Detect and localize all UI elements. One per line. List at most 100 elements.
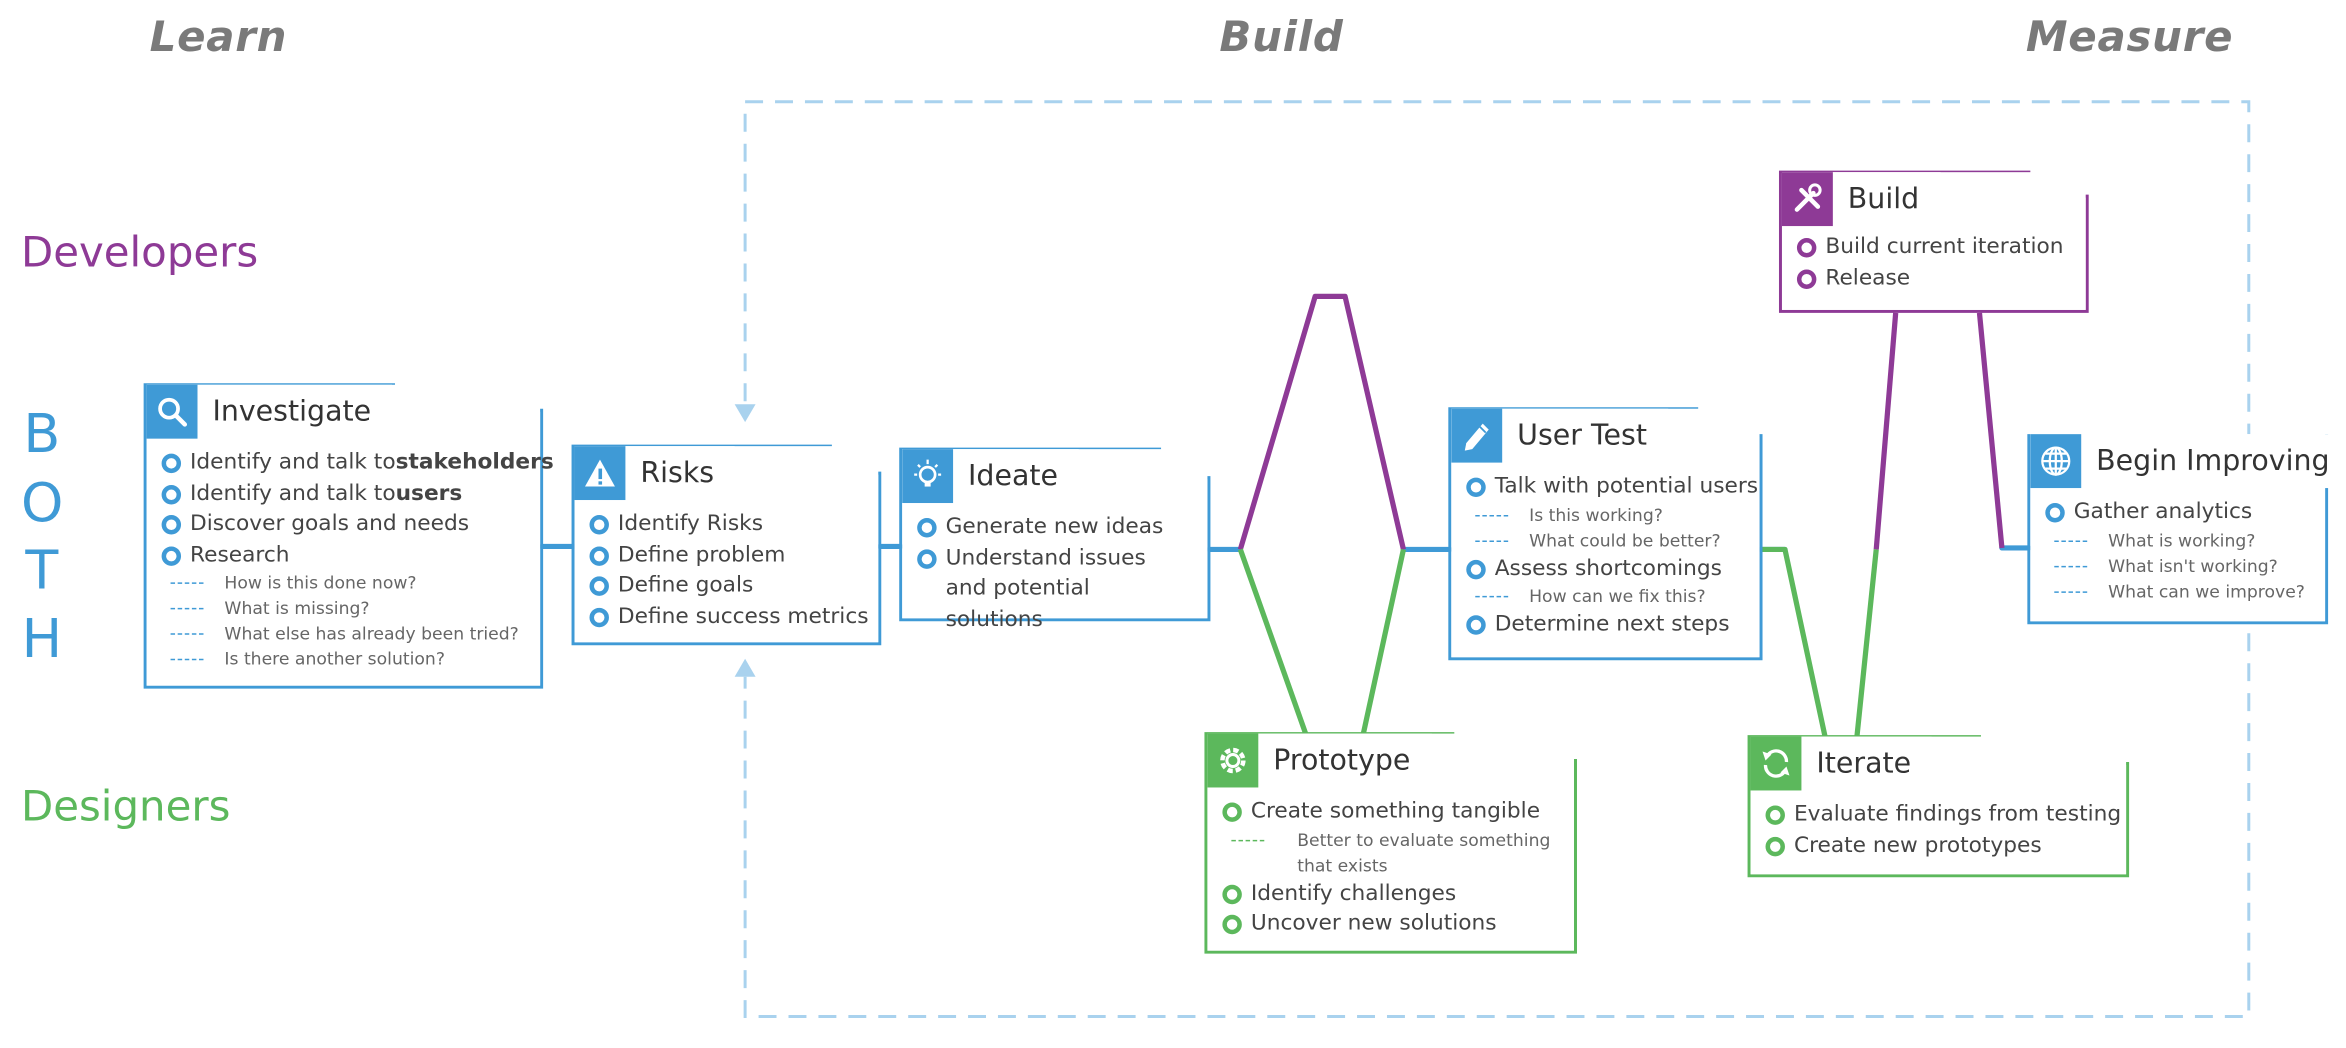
bullet-icon xyxy=(1466,559,1486,579)
card-title: Ideate xyxy=(968,459,1059,493)
bullet-icon xyxy=(1222,884,1242,904)
refresh-icon xyxy=(1750,736,1802,791)
card-build: Build Build current iteration Release xyxy=(1781,172,2086,310)
list-item: Create new prototypes xyxy=(1765,830,2118,861)
phase-learn: Learn xyxy=(149,11,288,62)
sub-item: Is there another solution? xyxy=(162,647,532,672)
bullet-icon xyxy=(917,548,937,569)
card-header: User Test xyxy=(1451,408,1668,463)
list-item: Identify and talk to users xyxy=(161,478,532,509)
card-body: Create something tangible Better to eval… xyxy=(1222,796,1565,939)
card-header: Iterate xyxy=(1750,736,1933,791)
card-body: Build current iteration Release xyxy=(1796,232,2077,294)
list-item: Release xyxy=(1796,263,2077,294)
card-investigate: Investigate Identify and talk to stakeho… xyxy=(146,384,554,686)
sub-item: How is this done now? xyxy=(162,570,532,595)
card-body: Identify Risks Define problem Define goa… xyxy=(589,509,870,632)
warning-icon xyxy=(574,446,626,501)
list-item: Build current iteration xyxy=(1796,232,2077,263)
list-item: Define success metrics xyxy=(589,601,870,632)
bullet-icon xyxy=(589,576,609,596)
card-ideate: Ideate Generate new ideas Understand iss… xyxy=(902,449,1208,631)
card-title: Begin Improving xyxy=(2096,444,2330,478)
list-item: Evaluate findings from testing xyxy=(1765,799,2121,830)
list-item: Define problem xyxy=(589,540,870,571)
card-header: Risks xyxy=(574,446,736,501)
bullet-icon xyxy=(1466,615,1486,635)
loop-arrowheads xyxy=(734,404,756,677)
card-user-test: User Test Talk with potential users Is t… xyxy=(1451,408,1760,658)
phase-measure: Measure xyxy=(2025,11,2234,62)
card-title: Risks xyxy=(640,456,715,490)
card-title: Investigate xyxy=(212,395,372,429)
bullet-icon xyxy=(1765,836,1785,856)
search-icon xyxy=(146,384,198,439)
card-header: Begin Improving xyxy=(2030,434,2346,489)
sub-item: Better to evaluate something that exists xyxy=(1222,827,1569,878)
card-header: Prototype xyxy=(1207,733,1432,788)
card-body: Gather analytics What is working? What i… xyxy=(2045,497,2316,604)
bullet-icon xyxy=(1796,238,1817,258)
gear-icon xyxy=(1207,733,1259,788)
bullet-icon xyxy=(161,484,182,504)
bullet-icon xyxy=(1222,802,1242,822)
list-item: Identify and talk to stakeholders xyxy=(161,448,554,479)
list-item: Assess shortcomings xyxy=(1466,553,1750,584)
tools-icon xyxy=(1781,172,1833,227)
sub-item: What is missing? xyxy=(162,596,532,621)
list-item: Discover goals and needs xyxy=(161,509,532,540)
card-risks: Risks Identify Risks Define problem Defi… xyxy=(574,446,879,643)
bullet-icon xyxy=(2045,503,2065,523)
card-header: Build xyxy=(1781,172,1941,227)
card-title: Iterate xyxy=(1816,747,1912,780)
sub-item: What could be better? xyxy=(1466,528,1750,553)
bullet-icon xyxy=(161,453,182,474)
bullet-icon xyxy=(1222,914,1242,935)
pencil-icon xyxy=(1451,408,1503,463)
lane-both-letter: B xyxy=(23,404,61,466)
lane-both-letter: H xyxy=(21,609,63,671)
card-prototype: Prototype Create something tangible Bett… xyxy=(1207,733,1575,951)
list-item: Understand issues and potential solution… xyxy=(917,543,1186,635)
list-item: Determine next steps xyxy=(1466,609,1750,640)
lane-both-letter: T xyxy=(25,540,59,602)
card-body: Identify and talk to stakeholders Identi… xyxy=(161,448,554,673)
bullet-icon xyxy=(161,545,182,566)
lane-designers: Designers xyxy=(20,781,231,831)
designers-lane-line xyxy=(1237,546,1879,739)
card-body: Generate new ideas Understand issues and… xyxy=(917,512,1198,635)
bullet-icon xyxy=(1765,805,1785,825)
list-item: Gather analytics xyxy=(2045,497,2316,528)
bullet-icon xyxy=(589,545,609,566)
both-lane-line xyxy=(539,543,2032,553)
developers-lane-line xyxy=(1237,293,2005,551)
globe-icon xyxy=(2030,434,2082,489)
card-body: Talk with potential users Is this workin… xyxy=(1466,472,1758,640)
list-item: Identify challenges xyxy=(1222,878,1565,909)
bullet-icon xyxy=(589,515,609,535)
bullet-icon xyxy=(161,515,182,535)
card-iterate: Iterate Evaluate findings from testing C… xyxy=(1750,736,2127,875)
bullet-icon xyxy=(589,607,609,627)
begin-improving-frame xyxy=(2027,434,2329,625)
bullet-icon xyxy=(1466,477,1486,498)
list-item: Talk with potential users xyxy=(1466,472,1758,503)
card-begin-improving: Begin Improving Gather analytics What is… xyxy=(2030,434,2346,622)
list-item: Generate new ideas xyxy=(917,512,1198,543)
card-header: Investigate xyxy=(146,384,393,439)
sub-item: What can we improve? xyxy=(2045,579,2316,604)
lane-both-letter: O xyxy=(20,473,64,535)
sub-item: What isn't working? xyxy=(2045,553,2316,578)
lane-developers: Developers xyxy=(20,227,259,277)
list-item: Uncover new solutions xyxy=(1222,909,1565,940)
bullet-icon xyxy=(1796,268,1817,289)
sub-item: What is working? xyxy=(2045,528,2316,553)
sub-item: How can we fix this? xyxy=(1466,584,1750,609)
phase-build: Build xyxy=(1219,11,1344,62)
lightbulb-icon xyxy=(902,449,954,504)
list-item: Identify Risks xyxy=(589,509,870,540)
card-body: Evaluate findings from testing Create ne… xyxy=(1765,799,2121,861)
card-title: Build xyxy=(1847,182,1920,216)
card-title: User Test xyxy=(1517,419,1647,453)
